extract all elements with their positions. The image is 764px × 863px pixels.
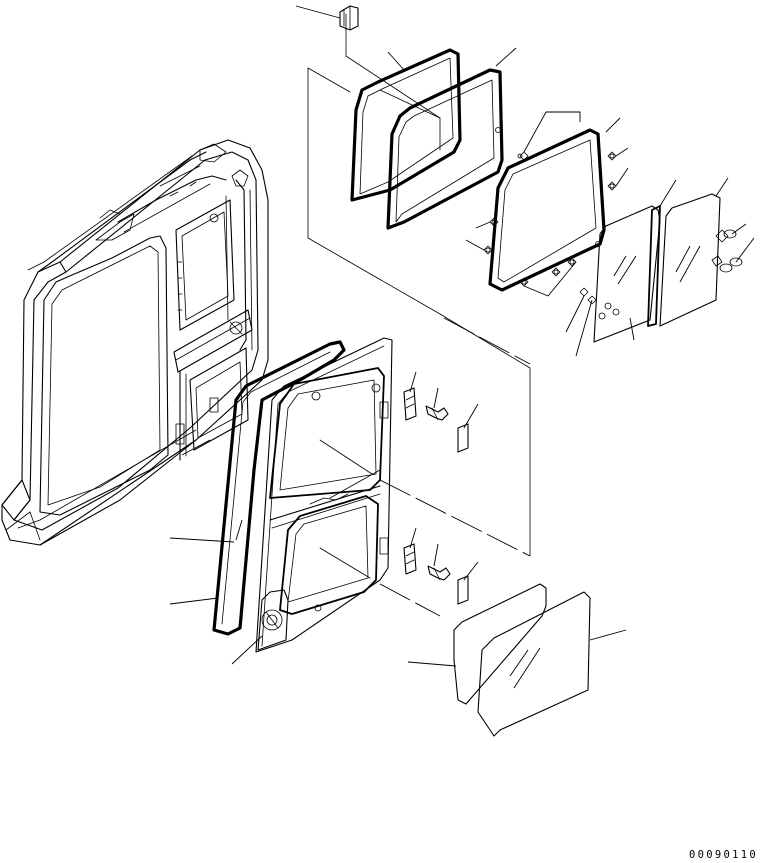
sliding-glass-rear: [659, 193, 743, 327]
assembly-reference-lines: [307, 13, 531, 617]
drawing-code: 00090110: [689, 849, 758, 861]
lower-door-seal: [453, 583, 547, 705]
leader-target-marks: [485, 153, 615, 285]
upper-pad: [457, 423, 469, 453]
upper-window-seal-front: [350, 48, 462, 202]
lower-bolt: [427, 565, 451, 581]
door-glass-seal: [212, 340, 346, 636]
door-panel: [255, 337, 393, 653]
middle-window-glass-seal: [488, 128, 606, 292]
cab-frame: [1, 139, 269, 546]
glass-channel-seal: [647, 205, 661, 327]
lower-door-glass: [477, 591, 591, 737]
upper-hinge: [403, 387, 417, 421]
upper-window-seal-rear: [386, 68, 504, 230]
upper-bolt: [425, 405, 449, 421]
cap-part: [339, 5, 359, 31]
leader-lines: [169, 5, 755, 667]
lower-pad: [457, 575, 469, 605]
lower-hinge: [403, 543, 417, 575]
